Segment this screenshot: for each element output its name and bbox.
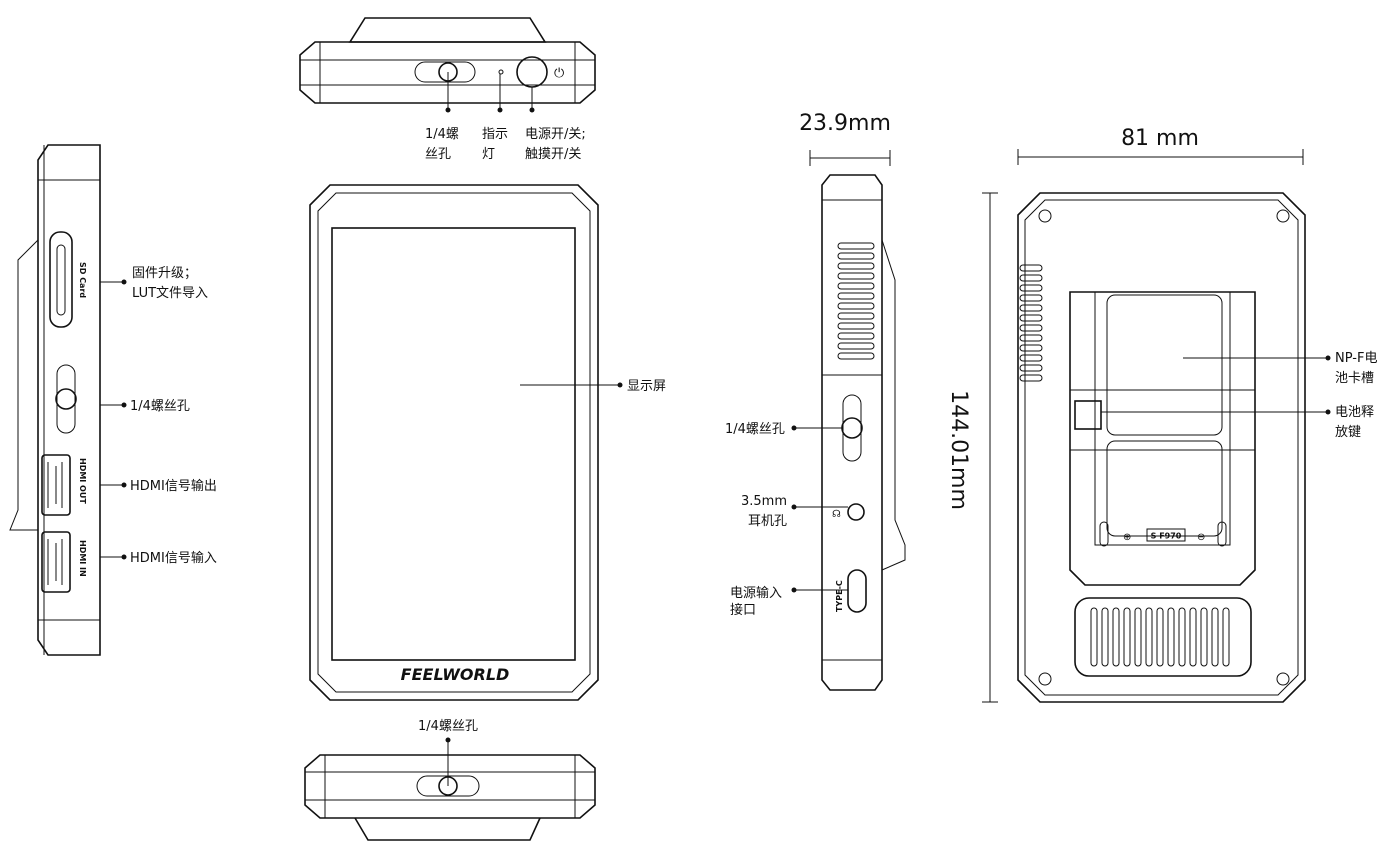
hdmi-in-text: HDMI IN	[78, 540, 87, 577]
rear-vent	[1074, 597, 1252, 677]
hdmi-out-port	[41, 454, 71, 516]
callout-firmware: 固件升级；	[132, 266, 197, 281]
headphone-icon: ☊	[832, 509, 841, 520]
battery-slot	[1106, 294, 1223, 436]
minus-icon: ⊖	[1197, 532, 1205, 543]
callout-led-2: 灯	[482, 147, 495, 162]
left-side-view: SD Card HDMI OUT HDMI IN 固件升级； LUT文件导入 1…	[9, 144, 217, 656]
callout-npf-slot-1: NP-F电	[1335, 351, 1377, 366]
sd-card-slot	[49, 231, 73, 328]
callout-hdmi-out: HDMI信号输出	[130, 478, 217, 494]
hdmi-in-port	[41, 531, 71, 593]
typec-port	[847, 569, 867, 613]
callout-power-2: 触摸开/关	[525, 147, 581, 162]
vent-grille	[837, 242, 875, 360]
battery-plate	[1069, 291, 1256, 586]
callout-top-screw-1: 1/4螺	[425, 127, 459, 142]
right-screw-hole	[841, 417, 863, 439]
battery-release-button[interactable]	[1074, 400, 1102, 430]
right-side-view: 23.9mm ☊ TYPE-C 1/4螺丝孔 3.5mm 耳机孔 电源输入 接口	[725, 111, 906, 691]
back-view: 81 mm 144.01mm ⊕ ⊖ S F970	[946, 126, 1377, 703]
screw-hole	[55, 388, 77, 410]
rear-vent-slots	[1090, 607, 1230, 667]
callout-power-in-2: 接口	[730, 602, 756, 618]
callout-led-1: 指示	[482, 127, 508, 142]
indicator-light	[498, 69, 504, 75]
display-screen	[331, 227, 576, 661]
plus-icon: ⊕	[1123, 532, 1131, 543]
headphone-jack	[847, 503, 865, 521]
callout-npf-slot-2: 池卡槽	[1335, 371, 1374, 386]
bottom-view: 1/4螺丝孔	[304, 719, 596, 841]
power-icon: ⏻	[554, 66, 564, 81]
callout-hdmi-in: HDMI信号输入	[130, 550, 217, 566]
callout-lut: LUT文件导入	[132, 286, 208, 301]
hdmi-out-text: HDMI OUT	[78, 458, 87, 504]
callout-top-screw-2: 丝孔	[425, 147, 451, 162]
callout-release-2: 放键	[1335, 425, 1361, 440]
callout-bottom-screw: 1/4螺丝孔	[418, 719, 478, 734]
top-view: ⏻ 1/4螺 丝孔 指示 灯 电源开/关; 触摸开/关	[299, 17, 596, 162]
battery-model-label: S F970	[1151, 532, 1182, 541]
callout-power-in-1: 电源输入	[730, 585, 782, 601]
power-button[interactable]	[516, 56, 548, 88]
sd-card-text: SD Card	[78, 262, 87, 298]
front-view: FEELWORLD 显示屏	[309, 184, 666, 701]
callout-release-1: 电池释	[1335, 405, 1374, 420]
callout-audio-2: 耳机孔	[748, 514, 787, 529]
dimension-width: 81 mm	[1121, 126, 1199, 151]
typec-text: TYPE-C	[835, 580, 844, 612]
callout-screw-left: 1/4螺丝孔	[130, 399, 190, 414]
callout-right-screw: 1/4螺丝孔	[725, 422, 785, 437]
callout-audio-1: 3.5mm	[741, 494, 787, 509]
brand-logo: FEELWORLD	[401, 665, 510, 684]
callout-power-1: 电源开/关;	[525, 127, 586, 142]
side-grip	[1019, 264, 1043, 382]
dimension-depth: 23.9mm	[799, 111, 891, 136]
dimension-height: 144.01mm	[946, 390, 971, 510]
callout-screen: 显示屏	[627, 379, 666, 394]
